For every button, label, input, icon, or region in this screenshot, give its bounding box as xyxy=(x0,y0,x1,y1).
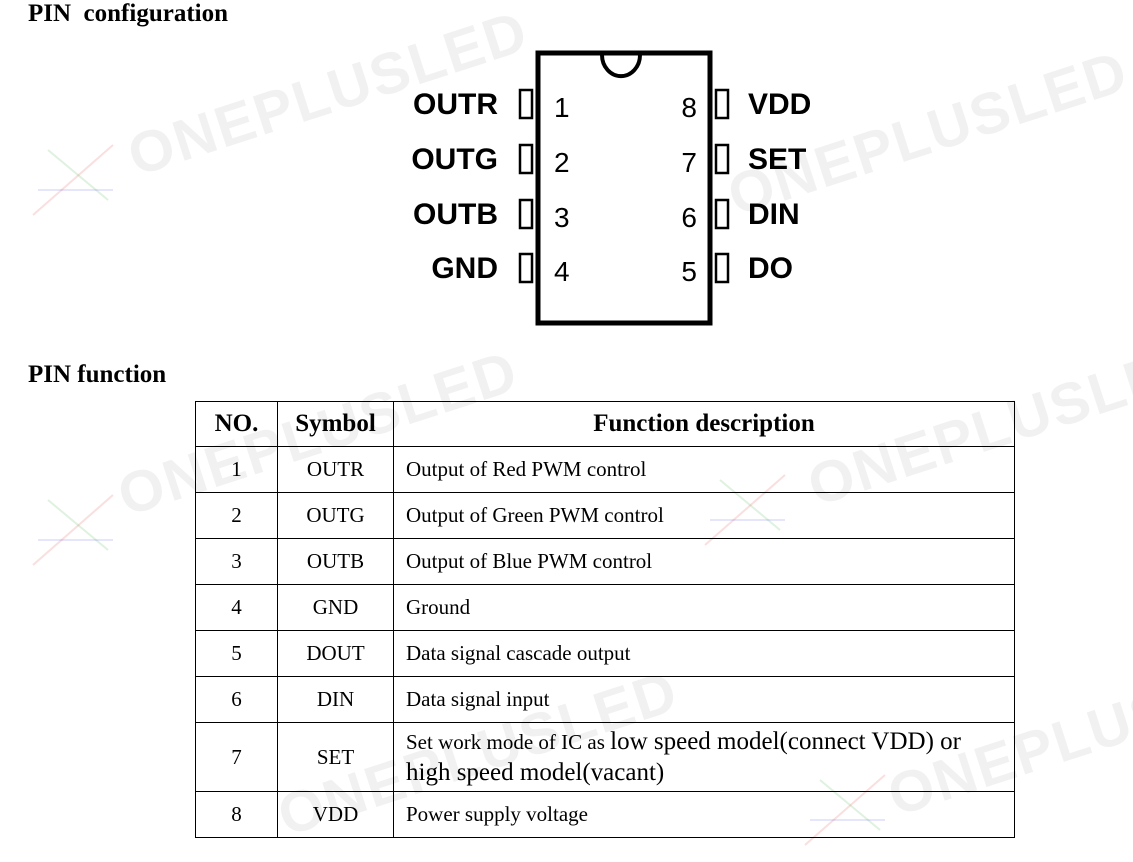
cell-symbol: OUTB xyxy=(277,538,394,585)
cell-symbol: VDD xyxy=(277,791,394,838)
description-part: low speed model(connect VDD) or high spe… xyxy=(406,727,961,786)
watermark-logo-icon xyxy=(32,144,114,216)
header-symbol: Symbol xyxy=(277,401,394,447)
pin-stub-right xyxy=(714,88,730,120)
pin-number: 4 xyxy=(554,256,570,287)
pin-number: 1 xyxy=(554,92,570,123)
cell-symbol: DOUT xyxy=(277,630,394,677)
chip-body xyxy=(535,50,713,326)
table-row: 4 GND Ground xyxy=(195,584,1015,631)
pin-stub-right xyxy=(714,143,730,175)
table-row: 2 OUTG Output of Green PWM control xyxy=(195,492,1015,539)
cell-no: 5 xyxy=(195,630,278,677)
pin-configuration-heading: PIN configuration xyxy=(28,0,228,27)
cell-no: 6 xyxy=(195,676,278,723)
pin-number: 5 xyxy=(681,256,697,287)
cell-no: 7 xyxy=(195,722,278,792)
cell-no: 1 xyxy=(195,446,278,493)
pin-label: OUTB xyxy=(413,198,498,231)
pin-label: DIN xyxy=(748,198,800,231)
cell-description: Set work mode of IC as low speed model(c… xyxy=(393,722,1015,792)
table-row: 8 VDD Power supply voltage xyxy=(195,791,1015,838)
pin-number: 3 xyxy=(554,202,570,233)
header-no: NO. xyxy=(195,401,278,447)
pin-stub-left xyxy=(518,88,534,120)
cell-symbol: OUTR xyxy=(277,446,394,493)
cell-description: Ground xyxy=(393,584,1015,631)
pin-label: OUTG xyxy=(411,143,498,176)
description-part: Set work mode of IC as xyxy=(406,729,611,754)
watermark-logo-icon xyxy=(32,494,114,566)
cell-description: Output of Blue PWM control xyxy=(393,538,1015,585)
table-row: 7 SET Set work mode of IC as low speed m… xyxy=(195,722,1015,792)
pin-label: OUTR xyxy=(413,88,498,121)
pin-label: SET xyxy=(748,143,806,176)
pin-number: 7 xyxy=(681,147,697,178)
cell-no: 2 xyxy=(195,492,278,539)
pin-number: 8 xyxy=(681,92,697,123)
cell-description: Output of Green PWM control xyxy=(393,492,1015,539)
pin-function-table: NO. Symbol Function description 1 OUTR O… xyxy=(195,401,1015,838)
pin-stub-right xyxy=(714,252,730,284)
cell-description: Data signal input xyxy=(393,676,1015,723)
cell-description: Data signal cascade output xyxy=(393,630,1015,677)
pin-label: GND xyxy=(431,252,498,285)
cell-no: 8 xyxy=(195,791,278,838)
pin-stub-right xyxy=(714,198,730,230)
cell-symbol: GND xyxy=(277,584,394,631)
table-row: 5 DOUT Data signal cascade output xyxy=(195,630,1015,677)
chip-notch xyxy=(600,54,642,79)
pin-number: 2 xyxy=(554,147,570,178)
table-row: 1 OUTR Output of Red PWM control xyxy=(195,446,1015,493)
pin-stub-left xyxy=(518,143,534,175)
table-row: 3 OUTB Output of Blue PWM control xyxy=(195,538,1015,585)
cell-no: 3 xyxy=(195,538,278,585)
table-header-row: NO. Symbol Function description xyxy=(195,401,1015,447)
cell-symbol: OUTG xyxy=(277,492,394,539)
cell-description: Output of Red PWM control xyxy=(393,446,1015,493)
header-function-description: Function description xyxy=(393,401,1015,447)
pin-stub-left xyxy=(518,198,534,230)
chip-pinout-diagram: OUTR OUTG OUTB GND 1 2 3 4 8 7 6 5 VDD S… xyxy=(411,50,811,326)
table-row: 6 DIN Data signal input xyxy=(195,676,1015,723)
pin-label: DO xyxy=(748,252,793,285)
cell-symbol: SET xyxy=(277,722,394,792)
pin-label: VDD xyxy=(748,88,811,121)
pin-number: 6 xyxy=(681,202,697,233)
cell-symbol: DIN xyxy=(277,676,394,723)
cell-no: 4 xyxy=(195,584,278,631)
pin-function-heading: PIN function xyxy=(28,361,167,388)
cell-description: Power supply voltage xyxy=(393,791,1015,838)
pin-stub-left xyxy=(518,252,534,284)
